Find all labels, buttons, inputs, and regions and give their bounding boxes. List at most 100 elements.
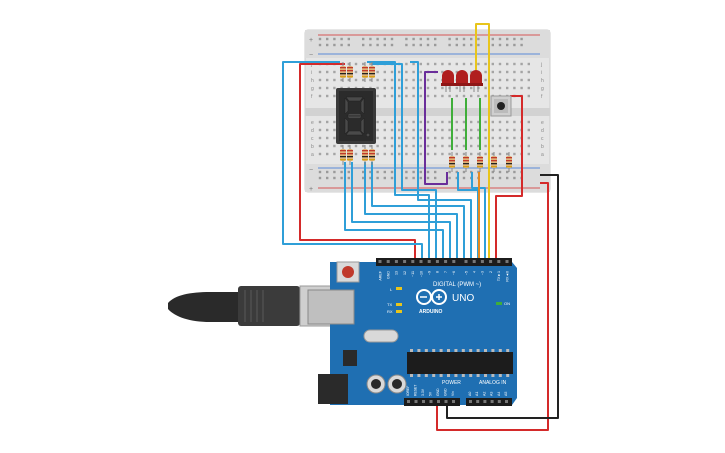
header-pin[interactable] (437, 400, 440, 403)
header-pin[interactable] (403, 260, 407, 263)
resistor[interactable] (369, 145, 375, 165)
power-label: POWER (442, 380, 461, 386)
row-letter: e (541, 120, 544, 126)
header-pin[interactable] (419, 260, 423, 263)
header-pin[interactable] (464, 260, 468, 263)
resistor[interactable] (491, 152, 497, 172)
header-pin[interactable] (489, 260, 493, 263)
usb-cable-boot (168, 292, 240, 322)
header-pin[interactable] (452, 260, 456, 263)
header-pin[interactable] (505, 400, 508, 403)
header-pin[interactable] (497, 260, 501, 263)
led[interactable] (469, 70, 483, 92)
voltage-regulator (343, 350, 357, 366)
analog-pin-label: A2 (482, 392, 486, 396)
header-pin[interactable] (444, 260, 448, 263)
led-resistors (449, 152, 512, 172)
header-pin[interactable] (429, 400, 433, 403)
wires (282, 23, 559, 431)
wire-red-display-vcc[interactable] (299, 63, 416, 258)
header-pin[interactable] (444, 400, 448, 403)
header-pin[interactable] (378, 260, 382, 263)
header-pin[interactable] (452, 400, 455, 403)
wire-blue-seg-f[interactable] (364, 162, 458, 258)
wire-black-gnd[interactable] (446, 174, 559, 419)
power-pin-label: GND (444, 388, 448, 396)
header-pin[interactable] (490, 400, 494, 403)
header-pin[interactable] (427, 260, 431, 263)
header-pin[interactable] (411, 260, 415, 263)
row-letter: e (311, 120, 314, 126)
resistor[interactable] (362, 62, 368, 82)
row-letter: j (540, 62, 542, 68)
resistor[interactable] (369, 62, 375, 82)
analog-pin-label: A5 (504, 392, 508, 396)
row-letter: i (311, 70, 312, 76)
resistor[interactable] (362, 145, 368, 165)
push-button[interactable] (490, 95, 512, 117)
power-pin-label: RESET (414, 385, 418, 396)
wire-blue-seg-g[interactable] (371, 162, 465, 258)
resistor[interactable] (506, 152, 512, 172)
wire-yellow[interactable] (475, 23, 490, 258)
wire-blue-seg-e[interactable] (351, 162, 451, 258)
header-pin[interactable] (483, 400, 487, 403)
usb-plug-body (238, 286, 300, 326)
breadboard-channel (305, 108, 550, 116)
tx-led (396, 303, 402, 306)
digital-pin-label: RX◄0 (505, 271, 509, 282)
usb-port (307, 289, 355, 325)
digital-pin-label: ~10 (419, 271, 423, 277)
header-pin[interactable] (505, 260, 509, 263)
resistor[interactable] (347, 62, 353, 82)
led[interactable] (441, 70, 455, 92)
led[interactable] (455, 70, 469, 92)
header-pin[interactable] (497, 400, 501, 403)
wire-red-button[interactable] (495, 95, 523, 258)
digital-pin-label: 2 (489, 271, 493, 273)
header-pin[interactable] (469, 400, 472, 403)
resistor[interactable] (449, 152, 455, 172)
wire-blue-seg-b[interactable] (367, 61, 430, 258)
wire-blue-seg-a[interactable] (282, 61, 423, 258)
wire-purple[interactable] (424, 71, 448, 185)
rail-plus-label-bottom: + (309, 186, 313, 193)
digital-pin-label: AREF (378, 270, 382, 280)
microcontroller (407, 352, 513, 374)
row-letter: d (541, 128, 544, 134)
resistor[interactable] (340, 62, 346, 82)
wire-blue-seg-c[interactable] (372, 63, 437, 258)
resistor[interactable] (347, 145, 353, 165)
wire-blue-seg-d[interactable] (344, 162, 444, 258)
resistor[interactable] (463, 152, 469, 172)
header-pin[interactable] (386, 260, 390, 263)
header-pin[interactable] (472, 260, 476, 263)
on-label: ON (504, 301, 510, 306)
header-pin[interactable] (476, 400, 480, 403)
seven-segment-display[interactable] (336, 88, 376, 144)
digital-header (376, 258, 512, 266)
wire-red-5v[interactable] (436, 182, 549, 431)
reset-button[interactable] (342, 266, 354, 278)
header-pin[interactable] (414, 400, 418, 403)
power-jack (318, 374, 348, 404)
rail-plus-label: + (309, 37, 313, 44)
digital-pin-label: 4 (473, 271, 477, 273)
header-pin[interactable] (480, 260, 484, 263)
wire-blue-dp[interactable] (410, 61, 472, 258)
resistor[interactable] (477, 152, 483, 172)
digital-pin-label: 12 (403, 271, 407, 275)
row-letter: g (541, 86, 544, 92)
header-pin[interactable] (422, 400, 425, 403)
header-pin[interactable] (394, 260, 398, 263)
rx-led (396, 310, 402, 313)
header-pin[interactable] (435, 260, 439, 263)
digital-pin-label: 7 (444, 271, 448, 273)
resistor[interactable] (340, 145, 346, 165)
digital-pin-label: ~3 (481, 271, 485, 275)
row-letter: g (311, 86, 314, 92)
header-pin[interactable] (407, 400, 410, 403)
